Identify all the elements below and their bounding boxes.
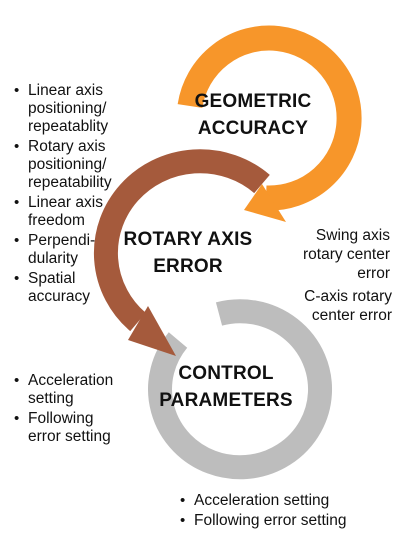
c-axis-note: C-axis rotary center error [304,288,392,324]
geometric-title-line2: ACCURACY [197,118,309,139]
list-item: Acceleration setting [180,492,402,510]
list-item: Spatial accuracy [14,270,164,306]
control-title-line1: CONTROL [178,363,274,384]
list-item: Acceleration setting [14,372,144,408]
list-item: Rotary axis positioning/ repeatability [14,138,164,192]
list-item: Perpendi- dularity [14,232,164,268]
rotary-ring-arrowhead [128,306,176,356]
control-settings-list: Acceleration setting Following error set… [180,492,402,532]
list-item: Linear axis freedom [14,194,164,230]
control-title-line2: PARAMETERS [159,390,293,411]
geometric-title: GEOMETRIC ACCURACY [178,88,328,142]
geometric-title-line1: GEOMETRIC [194,91,312,112]
geometric-ring-arrowhead [244,184,286,222]
geometric-accuracy-list: Linear axis positioning/ repeatablity Ro… [14,82,164,308]
list-item: Following error setting [14,410,144,446]
control-ring-arrow [148,299,333,480]
swing-axis-note: Swing axis rotary center error [302,227,390,282]
geometric-ring-arrow [177,25,362,211]
rotary-title-line2: ERROR [153,256,223,277]
list-item: Following error setting [180,512,402,530]
control-title: CONTROL PARAMETERS [150,360,302,414]
control-parameters-list: Acceleration setting Following error set… [14,372,144,448]
list-item: Linear axis positioning/ repeatablity [14,82,164,136]
